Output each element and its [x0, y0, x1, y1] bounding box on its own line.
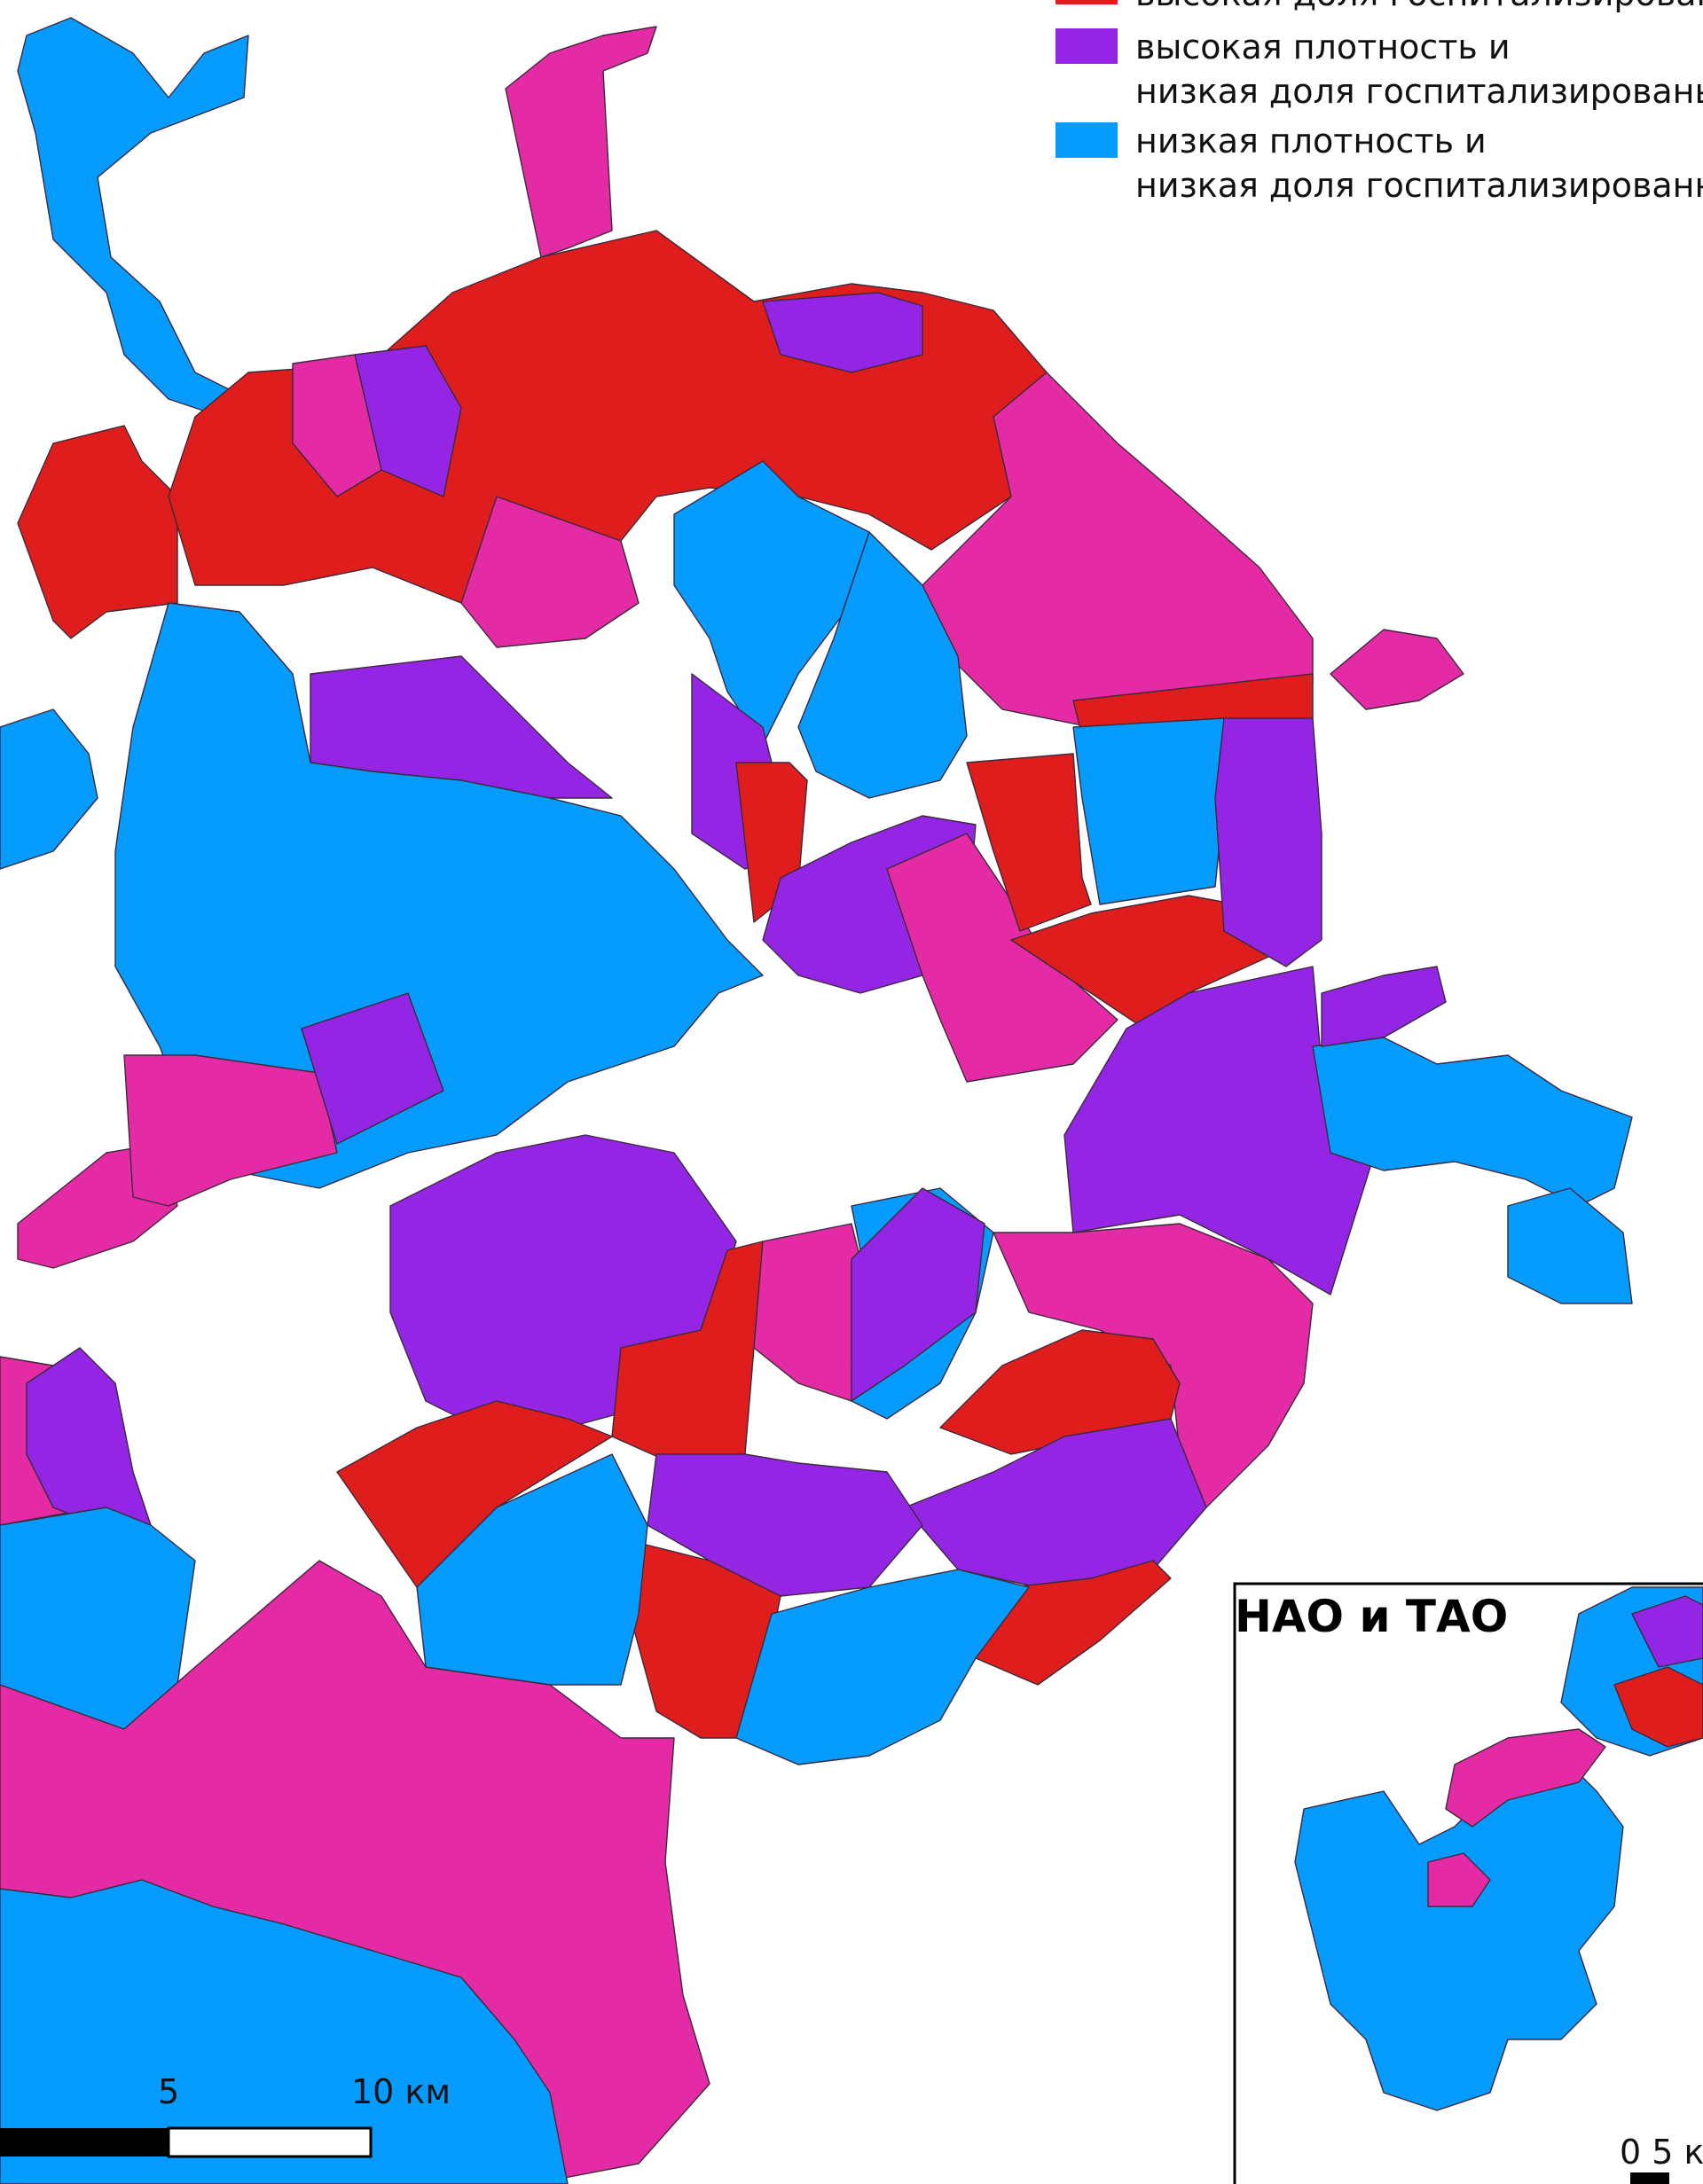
district-west-purple — [301, 992, 444, 1145]
district-north-spike — [505, 26, 657, 258]
district-east-blue — [1072, 717, 1225, 905]
district-se-magenta — [993, 1223, 1314, 1508]
legend-item-3-line2: низкая доля госпитализированных — [1135, 166, 1703, 205]
district-nw-zelenograd-strip — [17, 17, 249, 418]
inset-scale-label: 0 5 км — [1620, 2133, 1703, 2172]
inset-map: НАО и ТАО 0 5 км — [1233, 1582, 1703, 2184]
moscow-city — [114, 26, 1633, 1765]
district-west-magenta-block — [123, 1054, 338, 1207]
scale-bar-label-10: 10 км — [351, 2072, 451, 2111]
inset-region-magenta — [1445, 1728, 1606, 1828]
district-north-magenta-a — [292, 354, 382, 497]
legend-item-3-line1: низкая плотность и — [1135, 121, 1487, 160]
district-south-purple-row — [647, 1453, 923, 1597]
district-east-outer-blue-b — [1507, 1187, 1633, 1304]
district-south-blue-bottom — [735, 1569, 1030, 1765]
district-east-outer-blue — [1312, 1037, 1633, 1207]
scale-bar-black-segment — [0, 2128, 169, 2157]
district-south-blue-large — [0, 1879, 569, 2184]
inset-title: НАО и ТАО — [1235, 1591, 1508, 1642]
scale-bar-white-segment — [167, 2126, 373, 2158]
inset-region-magenta-b — [1427, 1852, 1491, 1907]
district-ce-blue — [797, 531, 968, 799]
district-west-blue-main — [114, 602, 764, 1189]
legend-swatch-blue — [1056, 122, 1118, 158]
district-south-blue-band — [416, 1453, 648, 1686]
district-sc-purple-right — [851, 1187, 985, 1402]
district-se-purple — [904, 1418, 1207, 1588]
legend-item-1-line2: высокая доля госпитализированных — [1135, 0, 1703, 13]
district-east-purple-large — [1063, 966, 1376, 1296]
legend-item-2-line1: высокая плотность и — [1135, 27, 1511, 67]
district-cn-magenta — [460, 496, 640, 648]
district-west-blue-small — [0, 708, 98, 870]
district-west-red-lobe — [17, 425, 178, 639]
legend-item-2-line2: низкая доля госпитализированых — [1135, 72, 1703, 111]
district-east-red-a — [966, 753, 1092, 932]
outer-territories — [0, 17, 710, 2184]
legend-swatch-purple — [1056, 28, 1118, 64]
district-east-magenta-island — [1330, 629, 1464, 710]
inset-region-north-red — [1613, 1666, 1703, 1748]
district-center-magenta — [886, 833, 1118, 1083]
district-east-purple-column — [1214, 717, 1322, 967]
legend: высокая доля госпитализированных высокая… — [1056, 0, 1703, 205]
inset-region-north-purple — [1631, 1595, 1703, 1668]
scale-bar: 5 10 км — [0, 2072, 451, 2158]
legend-swatch-red — [1056, 0, 1118, 4]
inset-scale-bar-black — [1630, 2172, 1669, 2184]
district-cn-blue — [673, 460, 870, 746]
scale-bar-label-5: 5 — [158, 2072, 179, 2111]
district-north-purple-a — [762, 292, 923, 373]
district-east-outer-purple — [1321, 966, 1447, 1047]
